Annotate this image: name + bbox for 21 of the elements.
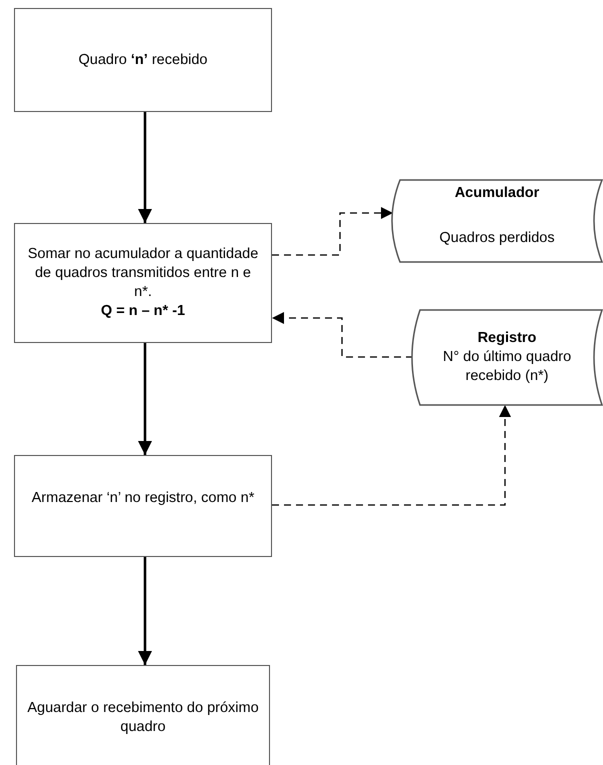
arrow bbox=[272, 207, 393, 256]
node-text: Aguardar o recebimento do próximo quadro bbox=[27, 698, 259, 736]
node-text: Quadro ‘n’ recebido bbox=[78, 50, 208, 70]
process-box bbox=[14, 8, 272, 112]
stored-data-shape bbox=[392, 180, 602, 262]
heading-text: Q = n – n* -1 bbox=[100, 302, 186, 321]
arrow bbox=[272, 405, 511, 506]
process-box bbox=[16, 665, 270, 765]
stored-data-shape bbox=[412, 310, 602, 405]
node-text: Quadros perdidos bbox=[439, 229, 555, 248]
process-box bbox=[14, 223, 272, 343]
node-text: Somar no acumulador a quantidade de quadros transmitidos entre n e n*. bbox=[26, 245, 260, 302]
arrow bbox=[138, 557, 152, 665]
heading-text: Registro bbox=[478, 329, 536, 348]
process-box bbox=[14, 455, 272, 557]
arrow bbox=[272, 312, 413, 358]
heading-text: Acumulador bbox=[454, 184, 540, 203]
node-text: Armazenar ‘n’ no registro, como n* bbox=[32, 488, 254, 508]
arrow bbox=[138, 343, 152, 455]
node-text: N° do último quadro recebido (n*) bbox=[442, 348, 572, 386]
arrow bbox=[138, 112, 152, 223]
